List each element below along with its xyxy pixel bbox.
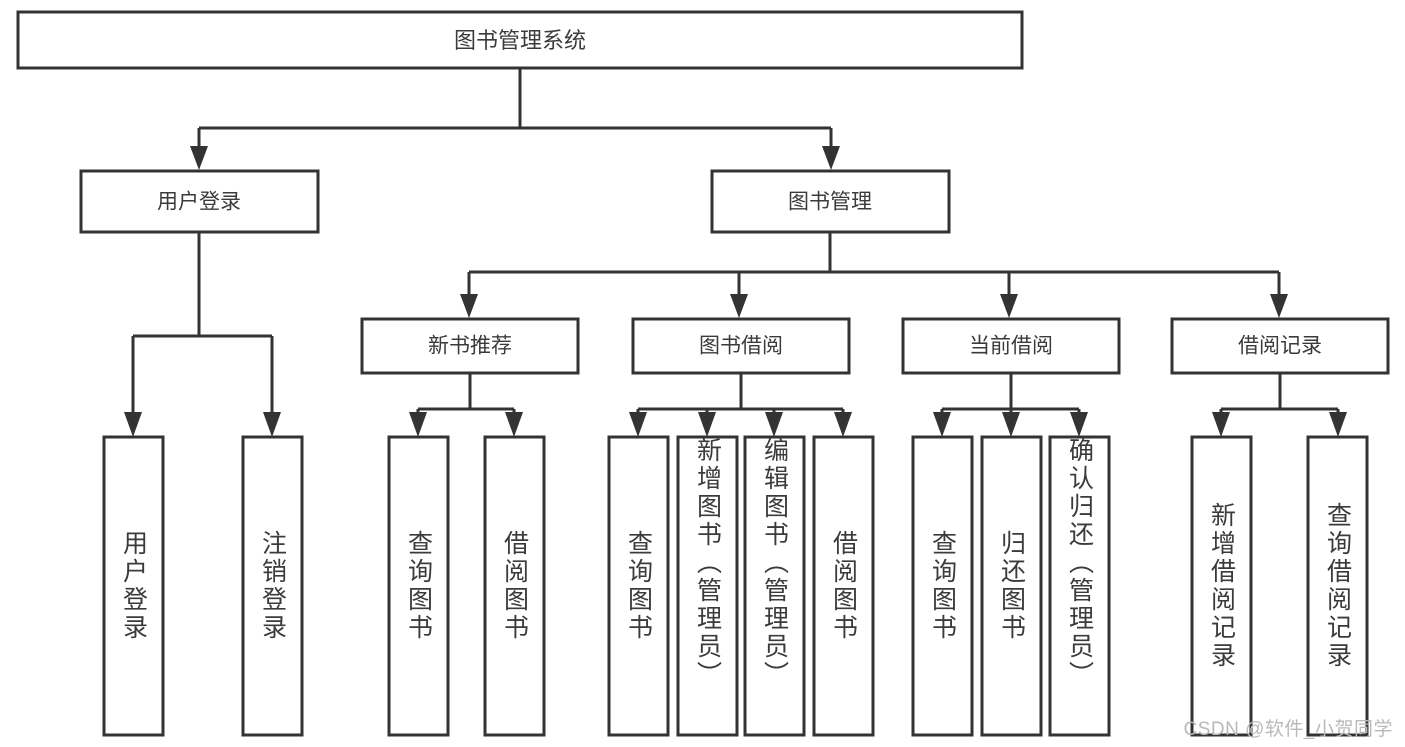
node-borrow-record-label: 借阅记录	[1238, 335, 1322, 358]
node-leaf-edit-book-box[interactable]	[743, 435, 806, 737]
node-leaf-query-book-1-box[interactable]	[387, 435, 450, 737]
arrow-head-icon	[505, 412, 523, 437]
connector-borrow-record-to-leaves	[1212, 373, 1347, 437]
node-leaf-add-record-box[interactable]	[1190, 435, 1253, 737]
node-current-borrow-label: 当前借阅	[969, 335, 1053, 358]
arrow-head-icon	[629, 412, 647, 437]
arrow-head-icon	[933, 412, 951, 437]
arrow-head-icon	[1212, 412, 1230, 437]
node-current-borrow-box	[901, 317, 1121, 375]
node-leaf-confirm-return-box[interactable]	[1048, 435, 1111, 737]
node-user-login-label: 用户登录	[157, 191, 241, 214]
node-leaf-return-book-box[interactable]	[980, 435, 1043, 737]
node-leaf-user-login-box[interactable]	[102, 435, 165, 737]
node-root-label: 图书管理系统	[454, 28, 586, 53]
node-root[interactable]: 图书管理系统	[16, 10, 1024, 70]
node-user-login[interactable]: 用户登录	[79, 169, 320, 234]
node-borrow-record[interactable]: 借阅记录	[1170, 317, 1390, 375]
node-user-login-box	[79, 169, 320, 234]
arrow-head-icon	[124, 412, 142, 437]
arrow-head-icon	[460, 294, 478, 318]
arrow-head-icon	[822, 146, 840, 170]
node-root-box	[16, 10, 1024, 70]
node-book-borrow-label: 图书借阅	[699, 335, 783, 358]
arrow-head-icon	[263, 412, 281, 437]
node-new-book-recommend[interactable]: 新书推荐	[360, 317, 580, 375]
arrow-head-icon	[409, 412, 427, 437]
node-book-management-label: 图书管理	[788, 191, 872, 214]
arrow-head-icon	[765, 412, 783, 437]
connector-book-borrow-to-leaves	[629, 373, 852, 437]
node-leaf-query-record-box[interactable]	[1306, 435, 1369, 737]
node-current-borrow[interactable]: 当前借阅	[901, 317, 1121, 375]
arrow-head-icon	[1070, 412, 1088, 437]
connector-root-to-level2	[190, 68, 840, 170]
arrow-head-icon	[190, 146, 208, 170]
connector-book-management-to-level3	[460, 232, 1288, 318]
node-leaf-query-book-2-box[interactable]	[607, 435, 670, 737]
csdn-watermark: CSDN @软件_小贺同学	[1183, 719, 1393, 740]
arrow-head-icon	[698, 412, 716, 437]
node-leaf-query-book-3-box[interactable]	[911, 435, 974, 737]
node-new-book-recommend-label: 新书推荐	[428, 335, 512, 358]
node-leaf-add-book-box[interactable]	[676, 435, 739, 737]
node-book-borrow[interactable]: 图书借阅	[631, 317, 851, 375]
node-leaf-user-logout-box[interactable]	[241, 435, 304, 737]
node-book-management[interactable]: 图书管理	[710, 169, 951, 234]
arrow-head-icon	[1329, 412, 1347, 437]
arrow-head-icon	[1002, 412, 1020, 437]
node-leaf-borrow-book-1-box[interactable]	[483, 435, 546, 737]
connector-current-borrow-to-leaves	[933, 373, 1088, 437]
arrow-head-icon	[730, 294, 748, 318]
arrow-head-icon	[834, 412, 852, 437]
arrow-head-icon	[1000, 294, 1018, 318]
connector-new-book-recommend-to-leaves	[409, 373, 523, 437]
connector-user-login-to-leaves	[124, 232, 281, 437]
node-leaf-borrow-book-2-box[interactable]	[812, 435, 875, 737]
node-new-book-recommend-box	[360, 317, 580, 375]
arrow-head-icon	[1270, 294, 1288, 318]
